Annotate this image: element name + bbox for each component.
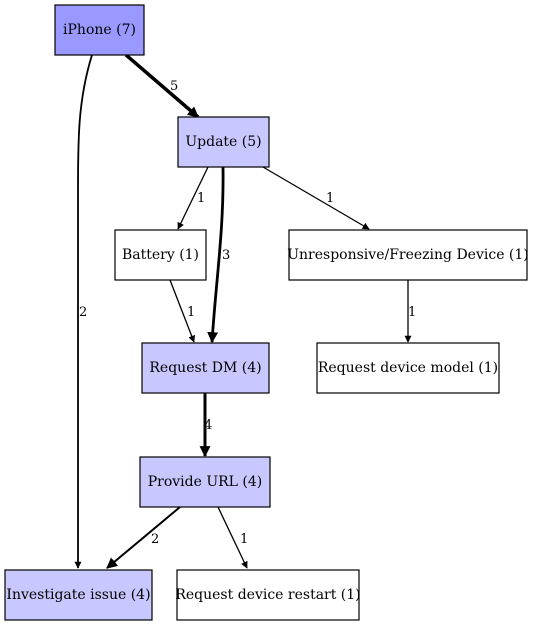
node-investigate[interactable]	[4, 569, 153, 621]
node-request-model[interactable]	[316, 342, 500, 394]
edge-label-requestdm-provideurl: 4	[204, 418, 212, 433]
edge-iphone-update	[124, 53, 200, 119]
edge-label-battery-requestdm: 1	[187, 305, 195, 320]
edge-update-battery	[177, 166, 209, 230]
edge-label-iphone-update: 5	[170, 79, 178, 94]
edge-label-provideurl-restart: 1	[240, 532, 248, 547]
node-battery[interactable]	[114, 229, 207, 281]
node-unresponsive[interactable]	[288, 229, 528, 281]
edge-provideurl-restart	[217, 506, 248, 569]
node-request-dm[interactable]	[141, 342, 270, 394]
node-iphone[interactable]	[54, 4, 145, 56]
edge-label-provideurl-investigate: 2	[151, 532, 159, 547]
node-request-restart[interactable]	[176, 569, 360, 621]
edge-label-update-battery: 1	[197, 191, 205, 206]
edge-label-update-unresponsive: 1	[326, 191, 334, 206]
edge-label-unresponsive-model: 1	[408, 305, 416, 320]
node-update[interactable]	[177, 116, 270, 168]
node-label-request-model: Request device model (1)	[318, 360, 498, 376]
edge-label-update-requestdm: 3	[222, 248, 230, 263]
edge-provideurl-investigate	[106, 506, 181, 569]
node-label-iphone: iPhone (7)	[63, 22, 136, 38]
nodes: iPhone (7) Update (5) Battery (1) Unresp…	[4, 4, 529, 621]
edge-update-requestdm	[207, 166, 225, 344]
node-label-provide-url: Provide URL (4)	[148, 474, 263, 490]
edge-label-iphone-investigate: 2	[79, 305, 87, 320]
node-label-request-dm: Request DM (4)	[149, 360, 261, 376]
node-provide-url[interactable]	[139, 456, 271, 508]
node-label-investigate: Investigate issue (4)	[6, 587, 150, 603]
edge-iphone-investigate	[74, 54, 93, 569]
node-label-unresponsive: Unresponsive/Freezing Device (1)	[287, 247, 529, 263]
edge-battery-requestdm	[169, 279, 195, 343]
node-label-request-restart: Request device restart (1)	[175, 587, 360, 603]
node-label-update: Update (5)	[185, 134, 261, 150]
node-label-battery: Battery (1)	[122, 247, 199, 263]
edge-update-unresponsive	[262, 166, 370, 230]
edges: 5 2 1 3 1 1 1 4 2 1	[74, 53, 416, 569]
